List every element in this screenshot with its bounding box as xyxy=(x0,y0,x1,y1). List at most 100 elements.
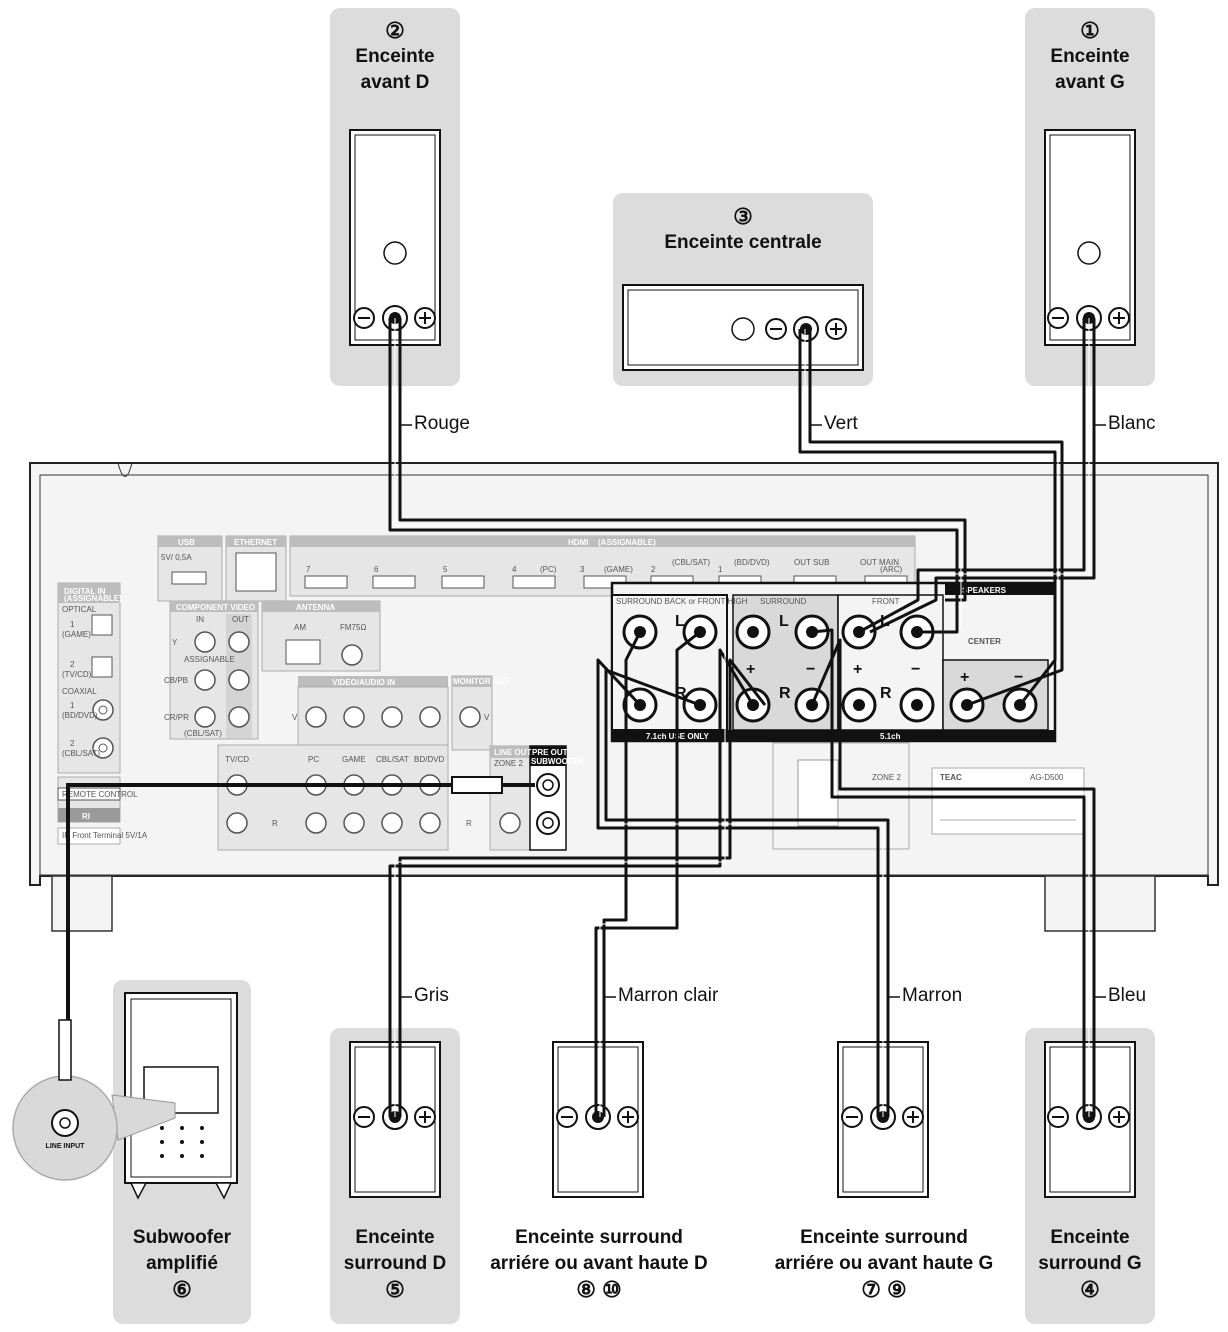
comp-cr: CR/PR xyxy=(164,713,189,722)
subwoofer-label: Subwoofer amplifié ⑥ xyxy=(113,1225,251,1303)
av-receiver xyxy=(29,462,1219,932)
ir-label: IR Front Terminal 5V/1A xyxy=(62,831,148,840)
hdmi-port-7: 7 xyxy=(306,565,311,574)
hdmi-label: HDMI xyxy=(568,538,588,547)
hdmi-port-1: 1 xyxy=(718,565,723,574)
opt2: 2 xyxy=(70,660,75,669)
line-out-zone2: ZONE 2 xyxy=(494,759,523,768)
mark-l-2: L xyxy=(779,613,789,630)
hdmi-port-4: 4 xyxy=(512,565,517,574)
pre-out: PRE OUT xyxy=(532,748,568,757)
arc: (ARC) xyxy=(880,565,903,574)
hdmi-port-2: 2 xyxy=(651,565,656,574)
hdmi-port-6: 6 xyxy=(374,565,379,574)
surround-left-label: Enceinte surround G ④ xyxy=(1025,1225,1155,1303)
out-main: OUT MAIN xyxy=(860,558,899,567)
subwoofer-line2: amplifié xyxy=(146,1253,218,1274)
digital-in: DIGITAL IN xyxy=(64,587,106,596)
ch51: 5.1ch xyxy=(880,732,901,741)
v-right: V xyxy=(484,713,490,722)
speakers-label: SPEAKERS xyxy=(962,586,1007,595)
mark-minus-2: − xyxy=(911,661,920,678)
mark-minus-3: − xyxy=(1014,669,1023,686)
coax1-sub: (BD/DVD) xyxy=(62,711,98,720)
surround-label: SURROUND xyxy=(760,597,806,606)
input-bddvd: BD/DVD xyxy=(414,755,444,764)
comp-y: Y xyxy=(172,638,178,647)
am: AM xyxy=(294,623,306,632)
comp-in: IN xyxy=(196,615,204,624)
coax2: 2 xyxy=(70,739,75,748)
input-pc: PC xyxy=(308,755,319,764)
surround-left-speaker xyxy=(1044,1041,1136,1198)
zone2-speakers: ZONE 2 xyxy=(872,773,901,782)
front-left-speaker xyxy=(1044,129,1136,346)
ethernet-label: ETHERNET xyxy=(234,538,277,547)
input-game: GAME xyxy=(342,755,366,764)
hdmi-port-4-sub: (PC) xyxy=(540,565,557,574)
pre-out-sub: SUBWOOFER xyxy=(531,757,584,766)
surround-right-label: Enceinte surround D ⑤ xyxy=(330,1225,460,1303)
subwoofer-unit: LINE INPUT xyxy=(12,992,238,1200)
surround-back-right-line1: Enceinte surround xyxy=(515,1227,683,1248)
surround-back-right-speaker xyxy=(552,1041,644,1198)
hdmi-port-2-sub: (CBL/SAT) xyxy=(672,558,710,567)
surround-left-line2: surround G xyxy=(1038,1253,1142,1274)
center-label-box: ③ Enceinte centrale xyxy=(613,204,873,256)
front-right-line2: avant D xyxy=(360,72,430,93)
mark-plus-3: + xyxy=(960,669,969,686)
front-right-label: ② Enceinte avant D xyxy=(330,18,460,96)
surround-back-right-label: Enceinte surround arriére ou avant haute… xyxy=(465,1225,733,1303)
line-out: LINE OUT xyxy=(494,748,531,757)
subwoofer-line1: Subwoofer xyxy=(132,1227,232,1248)
cable-label-vert: Vert xyxy=(824,413,858,434)
surround-back-left-line1: Enceinte surround xyxy=(800,1227,968,1248)
surround-left-line1: Enceinte xyxy=(1050,1227,1130,1248)
surround-back-left-num: ⑦ ⑨ xyxy=(861,1277,907,1302)
v-left: V xyxy=(292,713,298,722)
mark-r-2: R xyxy=(779,685,791,702)
comp-assignable: ASSIGNABLE xyxy=(184,655,235,664)
front-left-line1: Enceinte xyxy=(1050,46,1130,67)
comp-cb: CB/PB xyxy=(164,676,188,685)
rca-plug xyxy=(451,776,503,794)
front-right-speaker xyxy=(349,129,441,346)
mark-minus-1: − xyxy=(806,661,815,678)
subwoofer-num: ⑥ xyxy=(172,1277,192,1302)
mark-r-3: R xyxy=(880,685,892,702)
speaker-cables xyxy=(388,318,1096,1117)
fm: FM75Ω xyxy=(340,623,366,632)
r-label-2: R xyxy=(466,819,472,828)
cable-label-bleu: Bleu xyxy=(1108,985,1147,1006)
comp-out: OUT xyxy=(232,615,249,624)
opt1: 1 xyxy=(70,620,75,629)
r-label-1: R xyxy=(272,819,278,828)
coaxial: COAXIAL xyxy=(62,687,97,696)
video-audio-in: VIDEO/AUDIO IN xyxy=(332,678,395,687)
brand: TEAC xyxy=(940,773,962,782)
coax1: 1 xyxy=(70,701,75,710)
cable-label-marron-clair: Marron clair xyxy=(618,985,719,1006)
mark-l-1: L xyxy=(675,613,685,630)
cable-highlights xyxy=(394,318,1090,1117)
hdmi-port-3-sub: (GAME) xyxy=(604,565,633,574)
surround-back-right-line2: arriére ou avant haute D xyxy=(490,1253,708,1274)
mark-plus-2: + xyxy=(853,661,862,678)
cable-label-rouge: Rouge xyxy=(414,413,470,434)
front-left-line2: avant G xyxy=(1055,72,1125,93)
optical: OPTICAL xyxy=(62,605,97,614)
monitor-out: MONITOR OUT xyxy=(453,677,510,686)
hdmi-port-3: 3 xyxy=(580,565,585,574)
digital-assignable: (ASSIGNABLE) xyxy=(64,594,122,603)
out-sub: OUT SUB xyxy=(794,558,829,567)
surround-right-num: ⑤ xyxy=(385,1277,405,1302)
component-video: COMPONENT VIDEO xyxy=(176,603,255,612)
usb-rating: 5V/ 0,5A xyxy=(161,553,192,562)
subwoofer-cable xyxy=(66,783,452,1020)
center-num: ③ xyxy=(733,204,753,229)
surround-right-line2: surround D xyxy=(343,1253,447,1274)
surround-back-right-num: ⑧ ⑩ xyxy=(576,1277,622,1302)
mark-l-3: L xyxy=(880,613,890,630)
opt1-sub: (GAME) xyxy=(62,630,91,639)
